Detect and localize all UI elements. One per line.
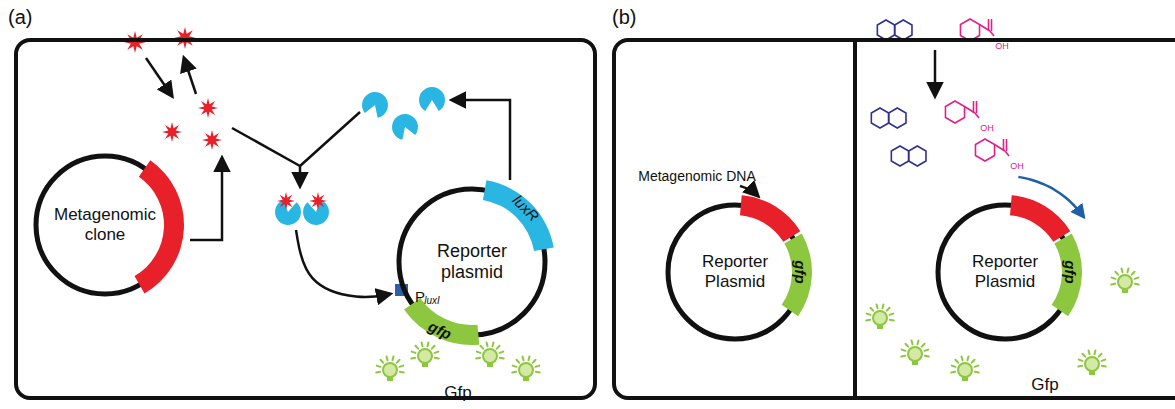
gene-segment	[782, 234, 812, 317]
gfp-light	[376, 356, 404, 381]
gene-segment	[135, 160, 185, 293]
expression-arrow	[452, 100, 510, 180]
signal-molecule	[162, 122, 182, 142]
panel-heading: (b)	[612, 6, 636, 29]
plasmid-circle: Metagenomic clone	[33, 153, 177, 297]
signal-molecule	[198, 98, 218, 118]
naphthalene	[871, 108, 888, 128]
signal-molecule	[124, 31, 146, 53]
pointer-arrow	[740, 186, 758, 196]
signal-molecule	[309, 192, 327, 210]
activation-arrow	[296, 230, 390, 297]
carboxyl-group	[965, 101, 979, 118]
gene-segment	[483, 180, 554, 251]
gene-segment	[404, 298, 479, 345]
label-text: OH	[980, 124, 994, 133]
plasmid-circle: Reporter Plasmid	[665, 202, 805, 342]
benzoic-ring	[975, 139, 994, 161]
panel-box: (b)Reporter PlasmidReporter Plasmid	[612, 38, 1175, 400]
panel-box: (a)Metagenomic cloneReporter plasmid	[14, 38, 597, 400]
uptake-arrow	[934, 50, 937, 96]
gene-segment	[1052, 234, 1082, 317]
gene-segment	[740, 195, 800, 242]
binding-arrow	[299, 166, 302, 186]
luxr-protein	[419, 87, 445, 111]
binding-line	[300, 112, 360, 166]
plasmid-name: Reporter Plasmid	[953, 252, 1057, 291]
panel-heading: (a)	[8, 6, 32, 29]
synthesis-arrow	[190, 158, 222, 240]
naphthalene	[889, 108, 906, 128]
label-text: OH	[995, 42, 1009, 51]
naphthalene	[891, 146, 908, 166]
plasmid-circle: Reporter Plasmid	[935, 202, 1075, 342]
export-arrow	[184, 58, 196, 94]
naphthalene	[877, 20, 894, 40]
label-text: gfp	[793, 260, 808, 283]
label-text: luxI	[424, 296, 440, 306]
gfp-light	[901, 340, 929, 365]
naphthalene	[909, 146, 926, 166]
gfp-light	[1111, 268, 1139, 293]
label-text: Metagenomic DNA	[638, 169, 756, 183]
signal-molecule	[202, 130, 222, 150]
gfp-light	[411, 342, 439, 367]
carboxyl-group	[995, 139, 1009, 156]
benzoic-ring	[945, 101, 964, 123]
carboxyl-group	[980, 19, 994, 36]
gfp-light	[866, 304, 894, 329]
plasmid-name: Reporter plasmid	[416, 241, 528, 282]
gfp-light	[476, 342, 504, 367]
panel-divider	[853, 40, 857, 398]
gene-segment	[1010, 195, 1070, 242]
label-text: Gfp	[1031, 376, 1058, 393]
gfp-light	[512, 356, 540, 381]
plasmid-name: Metagenomic clone	[52, 205, 159, 244]
signal-molecule	[277, 192, 295, 210]
luxr-protein	[388, 110, 421, 142]
naphthalene	[895, 20, 912, 40]
label-text: OH	[1010, 162, 1024, 171]
gfp-light	[951, 356, 979, 381]
label-text: Gfp	[444, 384, 471, 401]
binding-line	[232, 128, 300, 166]
import-arrow	[146, 58, 172, 96]
luxr-protein	[359, 88, 392, 120]
label-text: gfp	[1063, 260, 1078, 283]
gfp-light	[1078, 350, 1106, 375]
plasmid-name: Reporter Plasmid	[683, 252, 787, 291]
label-text: P	[415, 289, 425, 304]
